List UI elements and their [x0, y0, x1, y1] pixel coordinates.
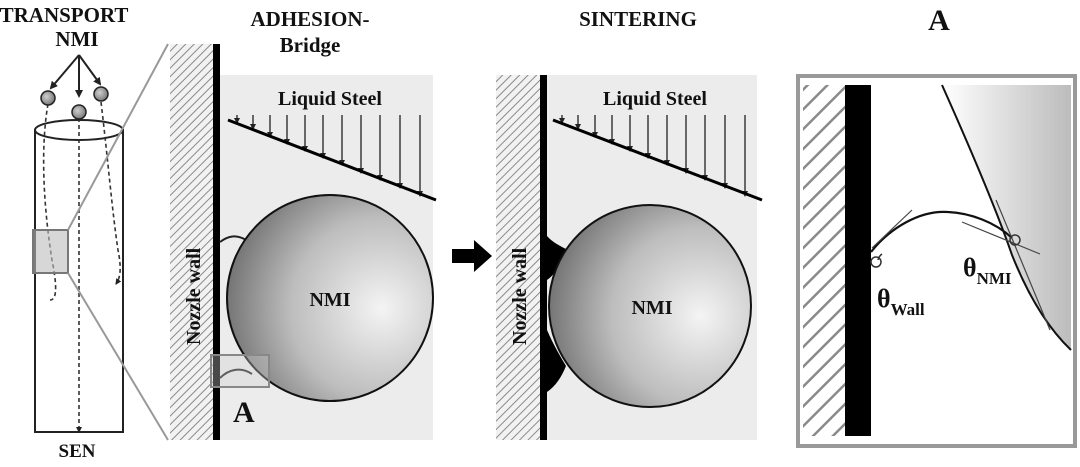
zoom-region-box: [32, 229, 69, 274]
sintering-label: SINTERING: [579, 7, 697, 31]
nmi-particle-2: [548, 204, 752, 408]
nozzle-wall-label-1: Nozzle wall: [183, 247, 205, 345]
detail-a-title: A: [928, 4, 950, 37]
zoom-line-top: [67, 43, 169, 231]
detail-a-box: [210, 354, 270, 388]
velocity-profile-1: [227, 118, 437, 202]
detail-a-panel: A θWall θNMI: [796, 4, 1077, 448]
particle-left: [40, 90, 56, 106]
theta-wall-label: θWall: [877, 284, 925, 319]
nozzle-wall-refractory-1: [170, 44, 216, 440]
theta-nmi-label: θNMI: [963, 253, 1012, 288]
particle-arrow-left: [49, 54, 80, 90]
tangent-meniscus-nmi: [961, 221, 1041, 255]
particle-arrow-right: [78, 54, 102, 86]
sen-tube-opening: [34, 119, 124, 141]
detail-a-marker: A: [233, 396, 255, 429]
transport-label: TRANSPORT: [0, 3, 128, 27]
tangent-nmi: [995, 199, 1051, 331]
sinter-neck-bottom: [547, 330, 566, 392]
tangent-wall: [871, 209, 913, 249]
sinter-neck-top: [547, 236, 568, 280]
transport-panel: TRANSPORT NMI SEN: [0, 3, 128, 462]
nozzle-wall-refractory-2: [496, 75, 542, 440]
particle-center: [71, 104, 87, 120]
trajectory-left: [42, 103, 57, 301]
detail-nmi-outline: [941, 84, 1072, 351]
right-arrow-icon: [452, 240, 492, 272]
detail-meniscus: [870, 210, 1013, 253]
sen-label: SEN: [59, 441, 96, 462]
adhesion-label: ADHESION-: [250, 7, 369, 31]
particle-right: [93, 86, 109, 102]
nozzle-wall-label-2: Nozzle wall: [509, 247, 531, 345]
detail-nmi-surface: [942, 85, 1071, 350]
nmi-particle-1: [226, 194, 434, 402]
detail-nozzle-wall: [845, 85, 871, 436]
adhesion-bridge-bottom: [219, 368, 253, 379]
transport-nmi-label: NMI: [55, 27, 98, 51]
angle-arc-wall: [877, 253, 883, 261]
zoom-line-bottom: [67, 272, 169, 441]
angle-marker-nmi: [1009, 234, 1021, 246]
trajectory-right: [100, 101, 122, 285]
sintering-panel: SINTERING Nozzle wall Liquid Steel NMI: [496, 7, 763, 440]
adhesion-bridge-top: [219, 235, 247, 243]
liquid-steel-label-1: Liquid Steel: [278, 88, 382, 110]
nmi-label-1: NMI: [309, 289, 350, 311]
nmi-label-2: NMI: [631, 297, 672, 319]
adhesion-panel: ADHESION- Bridge Nozzle wall Liquid Stee…: [170, 7, 437, 440]
flow-arrows-2: [559, 115, 748, 197]
velocity-profile-2: [552, 118, 763, 202]
nozzle-wall-line-1: [213, 44, 220, 440]
bridge-label: Bridge: [280, 33, 341, 57]
flow-arrows-1: [234, 115, 423, 197]
angle-marker-wall: [870, 256, 882, 268]
liquid-steel-label-2: Liquid Steel: [603, 88, 707, 110]
detail-refractory: [803, 85, 845, 436]
nozzle-wall-line-2: [540, 75, 547, 440]
